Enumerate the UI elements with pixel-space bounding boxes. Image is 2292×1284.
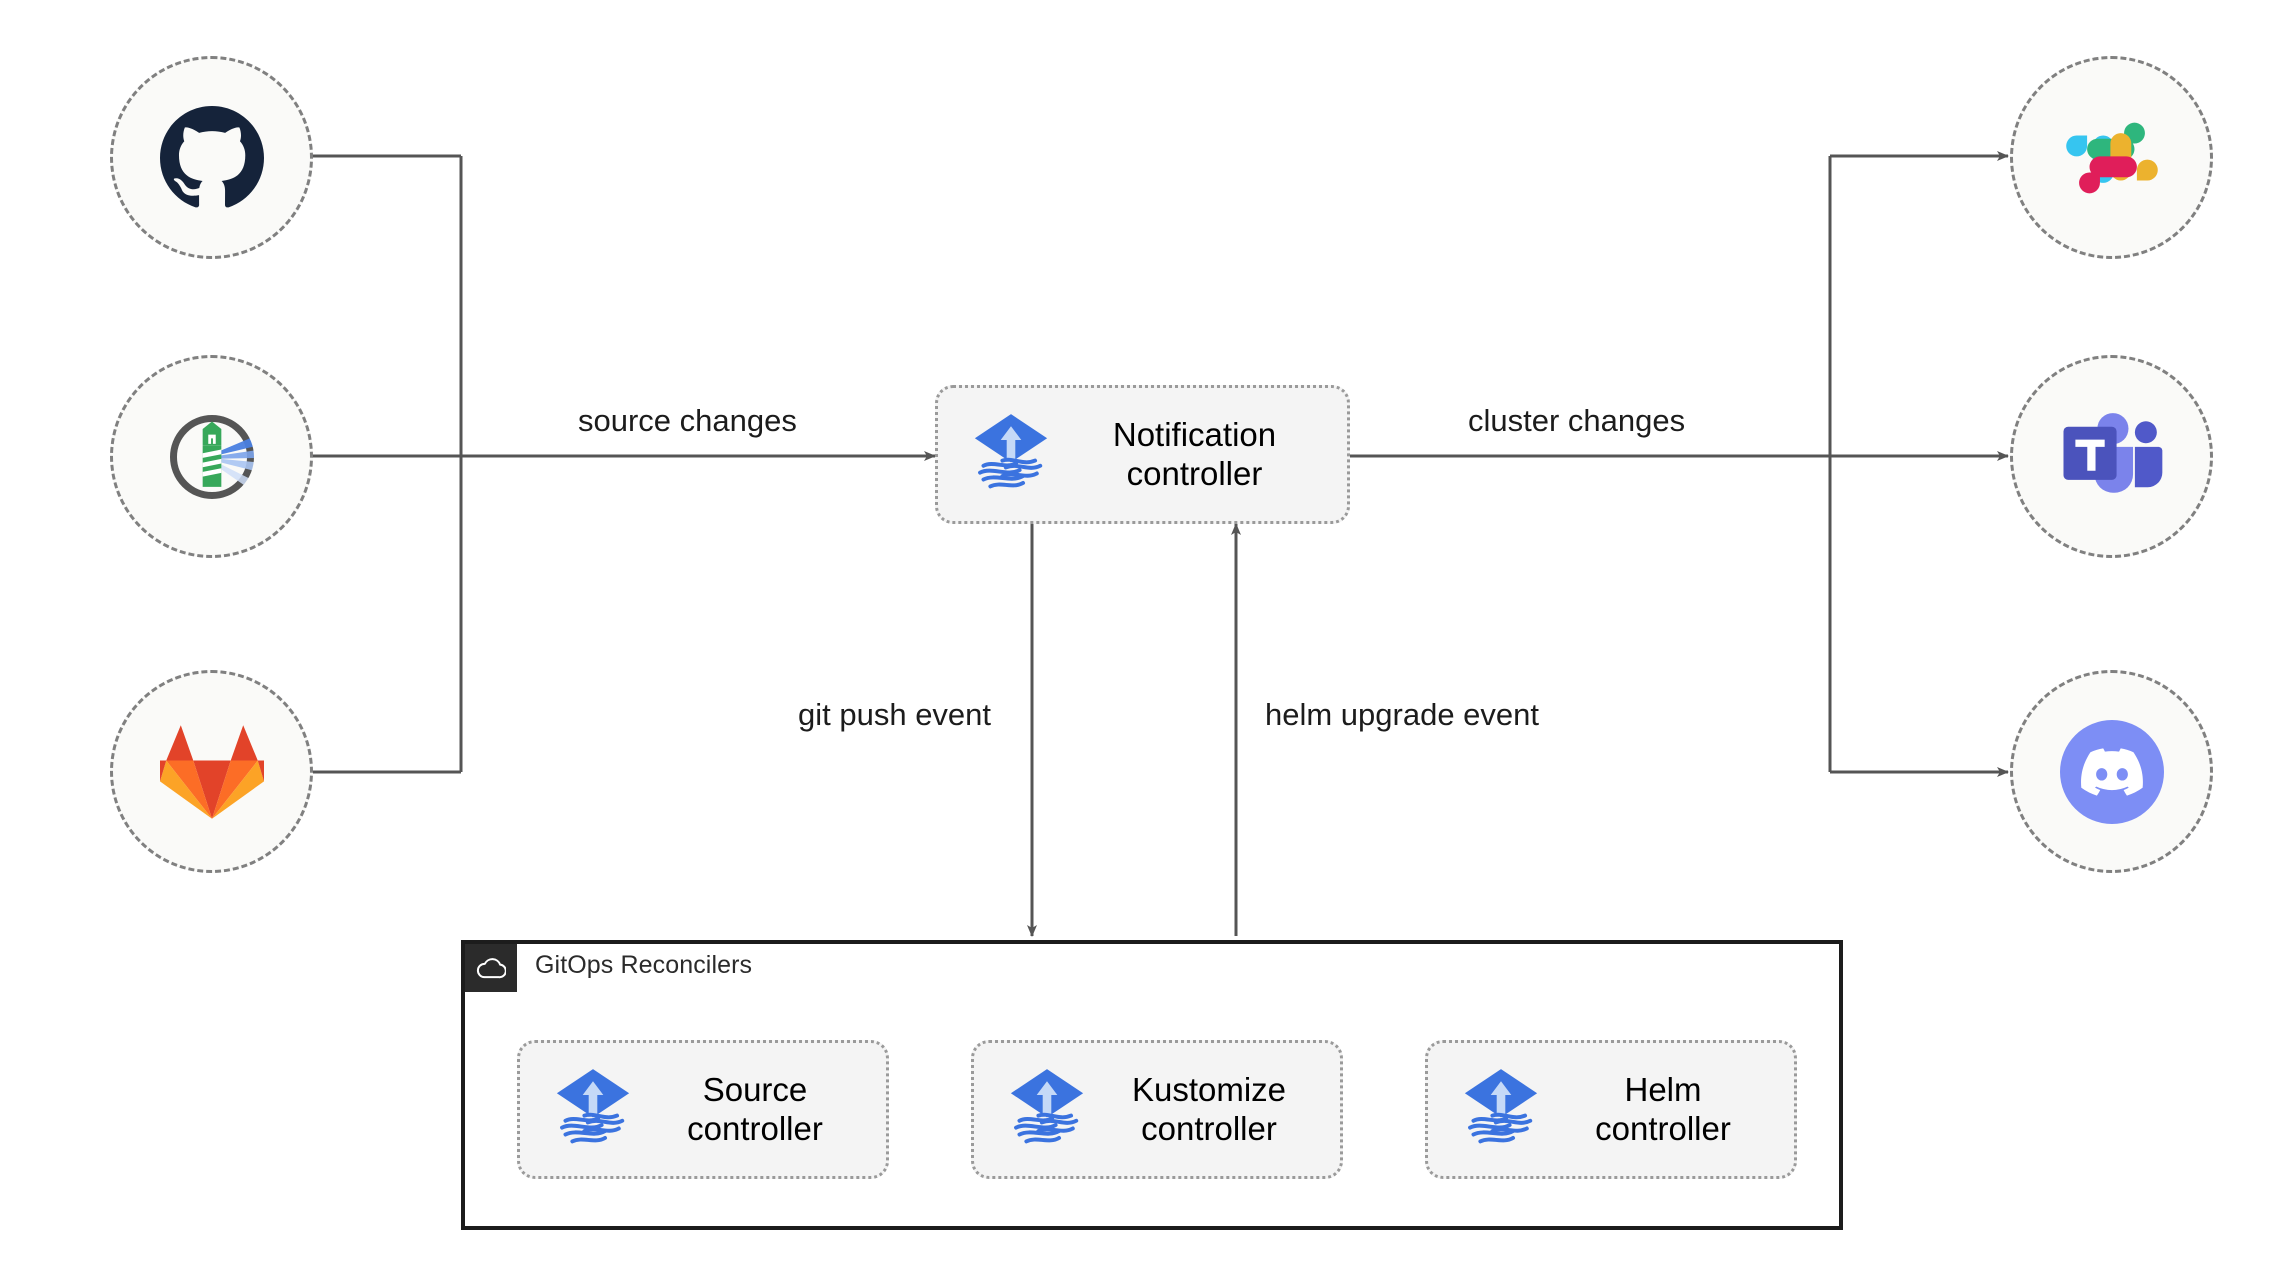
source-node-gitlab[interactable] xyxy=(110,670,313,873)
edge-label-cluster-changes: cluster changes xyxy=(1468,403,1686,438)
flux-logo-icon xyxy=(1004,1064,1090,1155)
target-node-slack[interactable] xyxy=(2010,56,2213,259)
target-node-teams[interactable] xyxy=(2010,355,2213,558)
github-icon xyxy=(159,105,264,207)
microsoft-teams-icon xyxy=(2062,412,2162,493)
flux-logo-icon xyxy=(968,409,1054,500)
source-controller-label: Source controller xyxy=(687,1070,823,1147)
source-controller-card[interactable]: Source controller xyxy=(517,1040,889,1179)
slack-icon xyxy=(2065,122,2158,193)
notification-controller-card[interactable]: Notification controller xyxy=(935,385,1350,524)
cloud-icon xyxy=(476,958,506,979)
notification-controller-label: Notification controller xyxy=(1112,415,1277,492)
discord-badge xyxy=(2059,719,2164,824)
edge-label-git-push-event: git push event xyxy=(798,697,992,732)
source-node-flux[interactable] xyxy=(110,355,313,558)
helm-controller-label: Helm controller xyxy=(1595,1070,1731,1147)
source-node-github[interactable] xyxy=(110,56,313,259)
gitops-title: GitOps Reconcilers xyxy=(535,951,753,979)
discord-icon xyxy=(2080,747,2143,796)
gitops-badge xyxy=(465,944,517,992)
edge-label-helm-upgrade-event: helm upgrade event xyxy=(1265,697,1540,732)
flux-logo-icon xyxy=(550,1064,636,1155)
edge-label-source-changes: source changes xyxy=(578,403,797,438)
gitlab-icon xyxy=(159,724,264,819)
kustomize-controller-label: Kustomize controller xyxy=(1131,1070,1287,1147)
flux-logo-icon xyxy=(1458,1064,1544,1155)
helm-controller-card[interactable]: Helm controller xyxy=(1425,1040,1797,1179)
flux-lighthouse-icon xyxy=(156,401,267,512)
kustomize-controller-card[interactable]: Kustomize controller xyxy=(971,1040,1343,1179)
target-node-discord[interactable] xyxy=(2010,670,2213,873)
gitops-reconcilers-container: GitOps Reconcilers xyxy=(461,940,1843,1230)
